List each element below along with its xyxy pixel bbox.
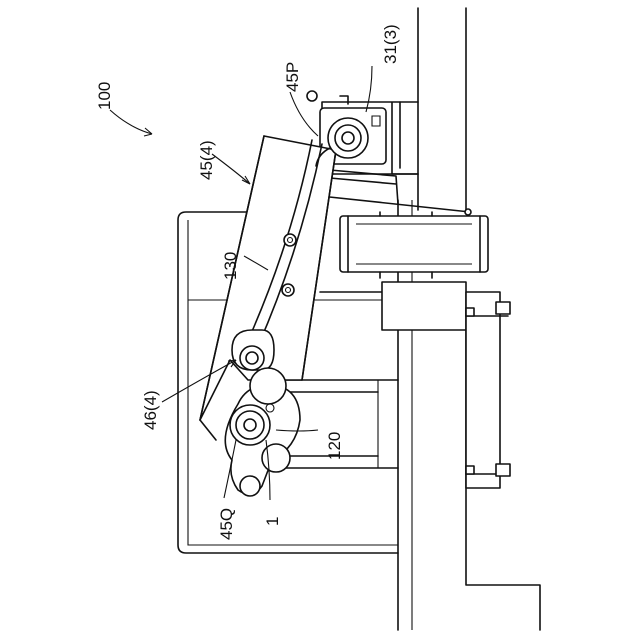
label-member-46: 46(4) [141, 390, 160, 430]
label-unit-31: 31(3) [381, 24, 400, 64]
label-45q: 45Q [217, 508, 236, 540]
roller-46 [232, 330, 274, 370]
label-assembly: 100 [95, 82, 114, 110]
label-130: 130 [221, 252, 240, 280]
label-45p: 45P [283, 62, 302, 92]
label-1: 1 [263, 517, 282, 526]
guide-roller-block [340, 209, 488, 278]
cam-link [225, 368, 300, 496]
label-member-45: 45(4) [197, 140, 216, 180]
mount-plate [382, 282, 510, 488]
label-120: 120 [325, 432, 344, 460]
